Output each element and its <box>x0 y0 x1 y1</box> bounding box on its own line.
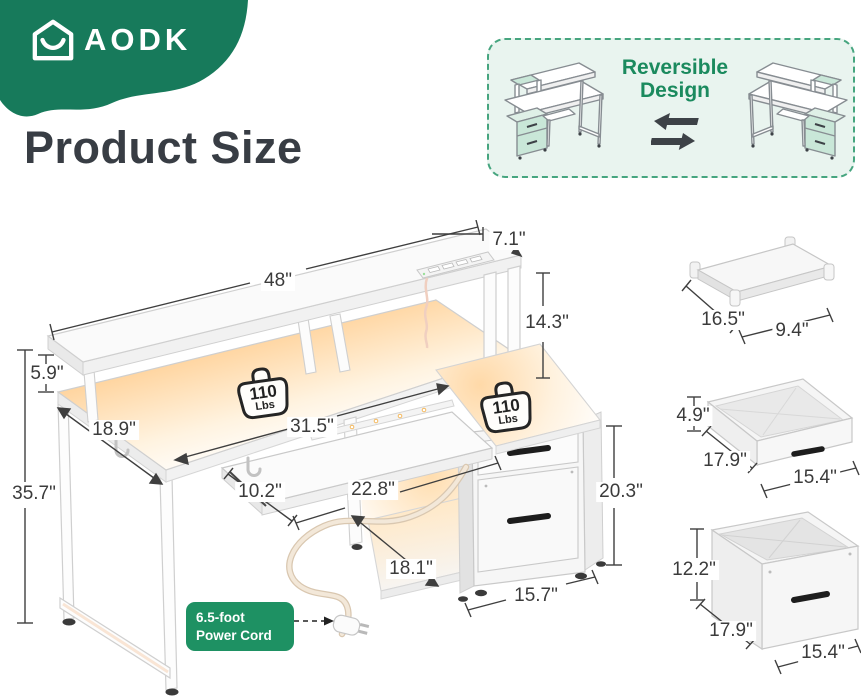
weight-icon <box>480 381 532 434</box>
swap-arrows-icon <box>651 113 699 150</box>
dim-top-drawer-height: 4.9" <box>673 406 713 426</box>
page-title: Product Size <box>24 122 303 173</box>
dim-desktop-width: 31.5" <box>287 417 337 437</box>
drawer-handle <box>791 591 830 603</box>
dim-cabinet-height: 20.3" <box>596 482 646 502</box>
hutch-frame <box>483 265 521 364</box>
top-drawer-part <box>687 378 860 499</box>
parts-illustrations <box>681 236 861 675</box>
headphone-hooks <box>114 436 262 477</box>
dim-file-drawer-width: 15.4" <box>798 643 848 663</box>
dim-monitor-shelf-height: 5.9" <box>27 364 67 384</box>
return-surface-edge <box>495 419 601 455</box>
desk-left-legs <box>57 399 178 691</box>
reversible-line2: Design <box>639 79 710 103</box>
dim-tray-depth: 10.2" <box>235 482 285 502</box>
desk-illustration <box>17 220 622 696</box>
reversible-design-panel: Reversible Design <box>487 38 855 178</box>
desk-foot <box>165 688 179 696</box>
dim-overall-height: 35.7" <box>9 484 59 504</box>
dim-desktop-depth: 18.9" <box>89 420 139 440</box>
desk-foot <box>351 544 363 550</box>
monitor-stand-part <box>681 236 835 345</box>
dim-tray-width: 22.8" <box>348 480 398 500</box>
power-cord <box>286 463 470 638</box>
dim-bottom-shelf-depth: 18.1" <box>386 559 436 579</box>
dim-monitor-stand-depth: 16.5" <box>698 310 748 330</box>
strip-cord <box>423 277 429 349</box>
reversible-line1: Reversible <box>621 56 729 79</box>
weight-icon <box>237 367 289 420</box>
dim-file-drawer-height: 12.2" <box>669 560 719 580</box>
power-plug <box>332 614 370 636</box>
weight-capacity-badge: 110 Lbs <box>227 357 299 425</box>
drawer-handle <box>507 513 551 524</box>
desk-variant-left-illustration <box>504 62 604 160</box>
house-logo-icon <box>32 19 74 61</box>
power-cord-badge: 6.5-foot Power Cord <box>186 602 294 652</box>
reversible-design-label: Reversible Design <box>619 56 731 102</box>
weight-capacity-badge: 110 Lbs <box>470 371 542 439</box>
dimension-lines <box>17 220 622 624</box>
desk-foot <box>62 618 76 626</box>
file-drawer-part <box>690 511 861 675</box>
brand-name: AODK <box>84 22 192 57</box>
dim-cabinet-width: 15.7" <box>511 586 561 606</box>
drawer-handle <box>507 445 551 456</box>
desk-variant-right-illustration <box>748 62 848 161</box>
dim-hutch-clearance: 14.3" <box>522 313 572 333</box>
drawer-handle <box>791 446 825 457</box>
power-cord-pointer <box>276 616 334 626</box>
monitor-shelf <box>46 228 523 423</box>
dim-top-shelf-depth: 7.1" <box>489 230 529 250</box>
dim-monitor-stand-width: 9.4" <box>772 321 812 341</box>
dim-top-drawer-width: 15.4" <box>790 468 840 488</box>
dim-top-shelf-width: 48" <box>261 271 295 291</box>
cabinet-feet <box>458 561 606 602</box>
dim-top-drawer-depth: 17.9" <box>700 451 750 471</box>
dim-file-drawer-depth: 17.9" <box>706 621 756 641</box>
power-cord-line1: 6.5-foot <box>196 610 245 625</box>
brand-logo: AODK <box>30 18 191 62</box>
power-cord-line2: Power Cord <box>196 627 272 643</box>
